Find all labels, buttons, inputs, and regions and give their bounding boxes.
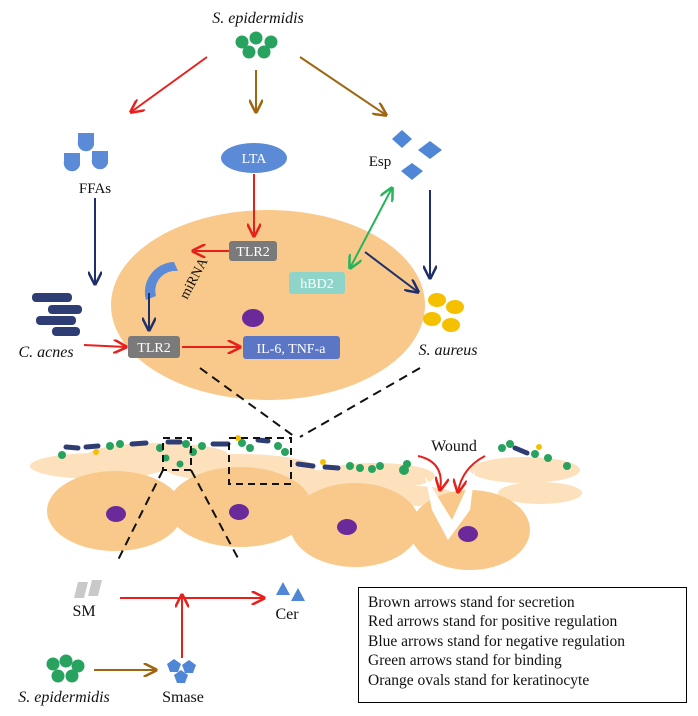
c-acnes-rods-icon [32, 293, 82, 336]
tlr2-upper-box [229, 241, 277, 261]
legend-item-orange: Orange ovals stand for keratinocyte [368, 671, 590, 689]
zoom-box-small [162, 437, 192, 471]
s-aureus-cluster [423, 293, 464, 332]
zoom-dashed-line-left [199, 367, 296, 438]
red-arrow-sepi-to-ffas [131, 56, 208, 112]
s-aureus-label: S. aureus [419, 342, 478, 359]
legend-item-green: Green arrows stand for binding [368, 652, 562, 670]
skin-nuclei [106, 504, 478, 542]
zoom-dashed-line-lower-right [190, 469, 241, 563]
cytokines-box [243, 336, 340, 359]
cer-triangles-icon [276, 582, 305, 601]
mirna-arc-icon [144, 262, 178, 300]
red-arrow-cacnes-to-tlr2 [83, 345, 126, 347]
tlr2-lower-box [128, 336, 180, 358]
c-acnes-label: C. acnes [18, 344, 73, 361]
zoom-dashed-line-right [299, 367, 421, 438]
red-arrow-wound-right [458, 455, 486, 492]
esp-label: Esp [369, 154, 392, 170]
lta-label: LTA [242, 152, 268, 167]
smase-pentagons-icon [167, 659, 196, 683]
legend-item-red: Red arrows stand for positive regulation [368, 613, 618, 631]
ffas-droplets-icon [63, 133, 108, 172]
legend-box: Brown arrows stand for secretion Red arr… [358, 587, 687, 703]
green-arrow-hbd2-esp-binding [350, 188, 392, 268]
legend-item-brown: Brown arrows stand for secretion [368, 594, 575, 611]
tlr2-upper-label: TLR2 [236, 245, 269, 260]
legend-item-blue: Blue arrows stand for negative regulatio… [368, 632, 625, 650]
s-epidermidis-top-cluster [235, 31, 278, 59]
zoom-dashed-line-lower-left [116, 469, 164, 563]
hbd2-label: hBD2 [300, 277, 333, 292]
s-epidermidis-bottom-label: S. epidermidis [18, 689, 110, 706]
s-epidermidis-top-label: S. epidermidis [212, 10, 304, 27]
ffas-label: FFAs [79, 181, 111, 197]
cer-label: Cer [275, 606, 299, 623]
cytokines-label: IL-6, TNF-a [257, 342, 327, 357]
red-arrow-wound-left [417, 455, 441, 490]
sm-label: SM [72, 603, 95, 620]
sm-shapes-icon [74, 580, 102, 598]
lta-ellipse [221, 143, 287, 173]
tlr2-lower-label: TLR2 [137, 341, 170, 356]
zoom-box-large [228, 437, 292, 485]
keratinocyte-nucleus [242, 309, 264, 327]
esp-diamonds-icon [392, 130, 442, 180]
s-epidermidis-bottom-cluster [46, 654, 85, 683]
keratinocyte-large-oval [111, 210, 425, 400]
wound-label: Wound [431, 438, 477, 455]
wound-notch [425, 470, 475, 540]
hbd2-box [289, 272, 345, 294]
blue-arrow-hbd2-to-saureus [364, 251, 418, 292]
smase-label: Smase [162, 689, 204, 706]
brown-arrow-sepi-to-esp [299, 56, 386, 115]
